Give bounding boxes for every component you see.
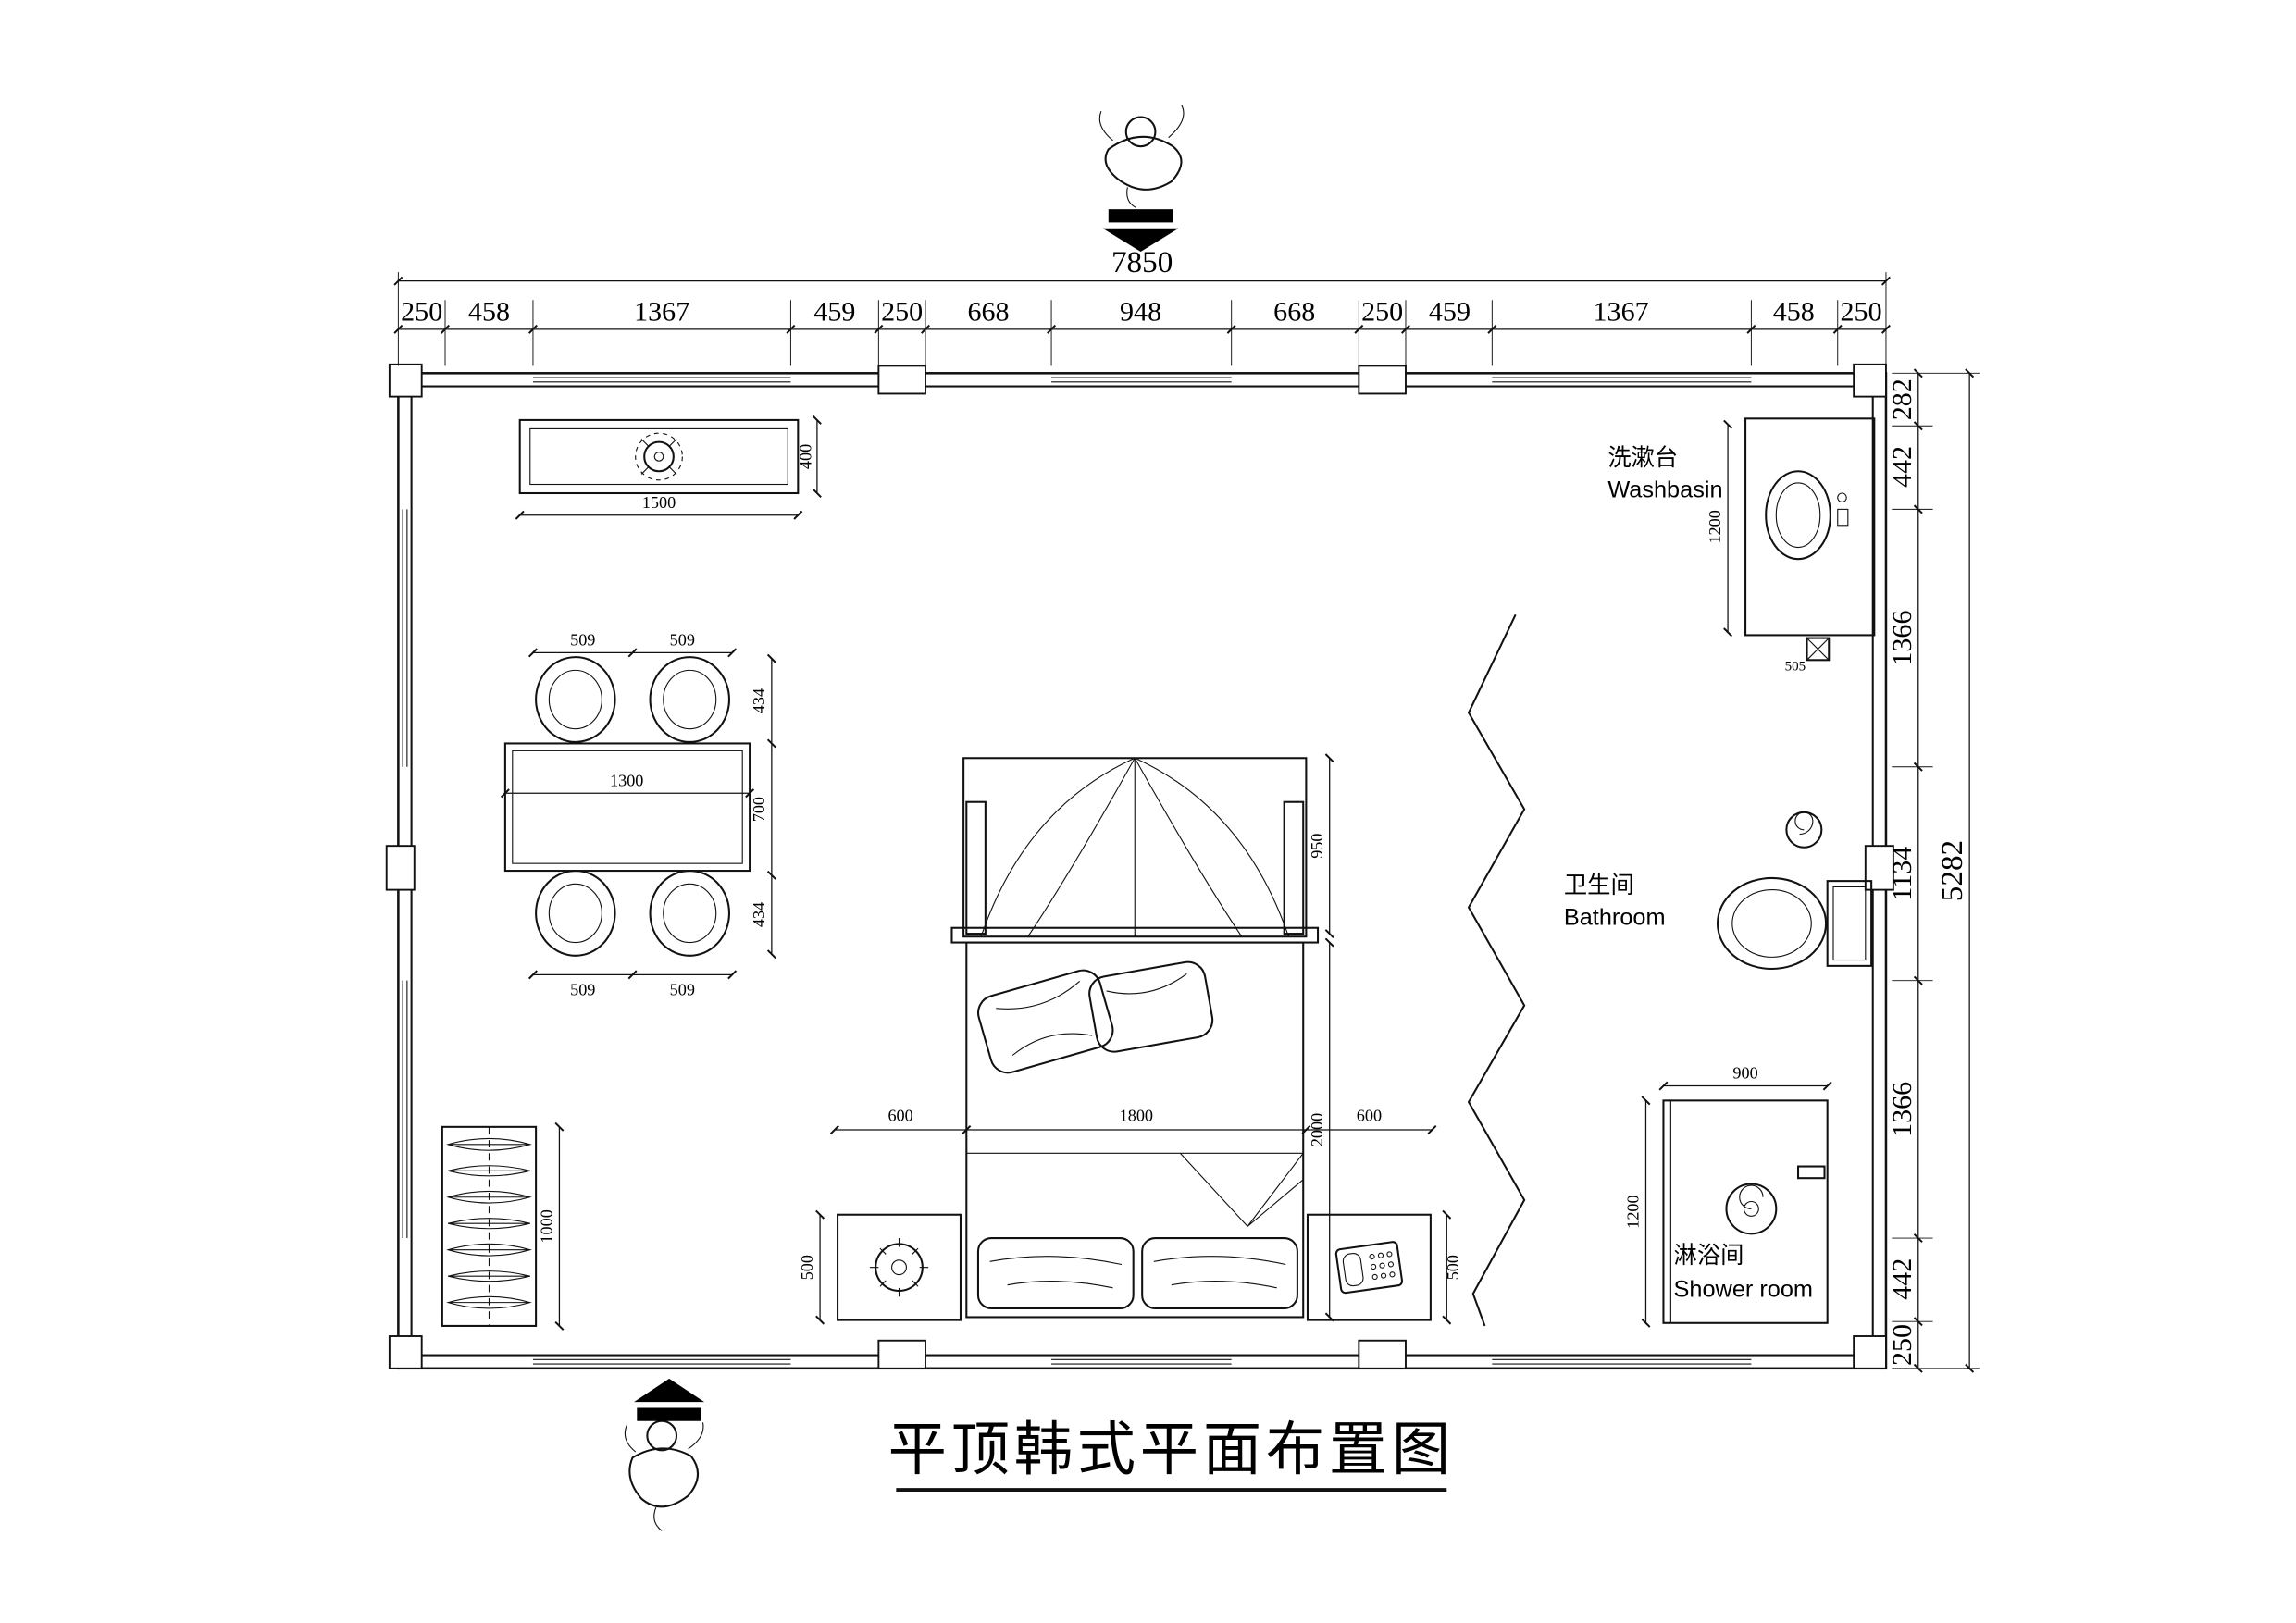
label-bathroom-zh: 卫生间 [1564, 873, 1634, 898]
column [1853, 1335, 1887, 1369]
dimension-chain-right: 282 442 1366 1134 1366 442 250 5282 [1886, 368, 1980, 1373]
dining-chair [649, 656, 730, 743]
person-top [1098, 105, 1185, 209]
dim-nightstand-width: 600 [887, 1107, 912, 1125]
dim-right-seg: 442 [1886, 1258, 1917, 1300]
dim-right-seg: 1366 [1886, 1082, 1917, 1137]
label-washbasin-zh: 洗漱台 [1607, 445, 1678, 471]
toilet [1716, 876, 1873, 971]
dining-set: 1300 509 509 509 509 434 700 434 [500, 630, 776, 998]
dim-top-seg: 1367 [1594, 295, 1649, 327]
column [1864, 845, 1894, 891]
dimension-chain-top: 7850 250 458 1367 459 250 668 948 668 25… [393, 245, 1891, 366]
faucet [1837, 492, 1847, 503]
dim-dining-side: 700 [750, 797, 768, 822]
dim-nightstand-width: 600 [1357, 1107, 1382, 1125]
pillow [977, 969, 1114, 1074]
dim-top-total: 7850 [1111, 245, 1173, 279]
dim-top-seg: 250 [1361, 295, 1403, 327]
dim-light-depth: 400 [797, 444, 815, 469]
column [1358, 365, 1407, 395]
floor-drain [1785, 811, 1823, 849]
dim-top-seg: 1367 [634, 295, 689, 327]
folding-partition [1467, 613, 1526, 1327]
column [385, 845, 416, 891]
dim-chair: 509 [670, 980, 695, 998]
entry-arrow-bottom [634, 1378, 705, 1421]
folded-quilt [976, 1237, 1135, 1309]
dim-top-seg: 458 [468, 295, 510, 327]
column [1358, 1339, 1407, 1369]
shower-head [1725, 1183, 1778, 1235]
dim-right-seg: 1134 [1886, 847, 1917, 901]
column [388, 363, 423, 398]
dim-top-seg: 948 [1120, 295, 1161, 327]
dim-top-seg: 668 [1273, 295, 1315, 327]
label-bathroom-en: Bathroom [1564, 905, 1666, 931]
dim-shower-width: 900 [1732, 1064, 1757, 1083]
dim-wardrobe-height: 1000 [538, 1209, 556, 1243]
dim-light-width: 1500 [642, 493, 676, 512]
bed: 950 2000 600 1800 600 [829, 753, 1437, 1322]
person-bottom [624, 1419, 704, 1531]
telephone [1334, 1241, 1404, 1295]
dining-table [503, 742, 751, 873]
folded-quilt [1141, 1237, 1298, 1309]
column [877, 1339, 926, 1369]
shower-valve [1796, 1165, 1826, 1180]
dim-right-seg: 250 [1886, 1324, 1917, 1366]
dim-top-seg: 668 [967, 295, 1009, 327]
column [388, 1335, 423, 1369]
shower-room: 900 1200 [1624, 1064, 1832, 1328]
dim-top-seg: 250 [401, 295, 442, 327]
dim-basin-length: 1200 [1706, 510, 1724, 543]
dim-chair: 509 [570, 980, 595, 998]
dim-top-seg: 459 [1429, 295, 1471, 327]
ceiling-light: 1500 400 [515, 415, 822, 520]
label-shower-en: Shower room [1674, 1276, 1813, 1302]
dim-right-seg: 282 [1886, 378, 1917, 420]
dim-top-seg: 250 [1841, 295, 1882, 327]
room-labels: 洗漱台 Washbasin 卫生间 Bathroom 淋浴间 Shower ro… [1564, 445, 1813, 1302]
dim-shower-depth: 1200 [1624, 1195, 1643, 1228]
walls [385, 363, 1894, 1370]
dim-dining-side: 434 [750, 688, 768, 713]
dim-right-seg: 1366 [1886, 611, 1917, 666]
dim-bed-width: 1800 [1120, 1107, 1153, 1125]
blanket-fold [966, 1152, 1304, 1228]
dining-chair [649, 870, 730, 957]
dim-chair: 509 [670, 630, 695, 649]
column [877, 365, 926, 395]
drain-box [1806, 637, 1831, 662]
dim-nightstand-depth: 500 [798, 1255, 816, 1280]
dim-chair: 509 [570, 630, 595, 649]
wardrobe-rack: 1000 [441, 1121, 565, 1331]
dining-chair [535, 656, 616, 743]
dim-nightstand-depth: 500 [1444, 1255, 1462, 1280]
dim-top-seg: 250 [881, 295, 923, 327]
column [1853, 363, 1887, 398]
plan-title: 平顶韩式平面布置图 [888, 1418, 1455, 1482]
dim-top-seg: 458 [1773, 295, 1815, 327]
dim-bed-canopy: 950 [1308, 834, 1326, 859]
entry-arrow-top [1102, 209, 1179, 253]
washbasin-counter: 1200 505 [1706, 417, 1876, 674]
dim-right-seg: 442 [1886, 446, 1917, 488]
dim-dining-side: 434 [750, 902, 768, 927]
nightstand-left: 500 [798, 1209, 962, 1325]
dining-chair [535, 870, 616, 957]
basin [1765, 470, 1831, 561]
dim-drain: 505 [1785, 659, 1806, 674]
dim-table-width: 1300 [610, 771, 643, 789]
label-shower-zh: 淋浴间 [1674, 1243, 1744, 1269]
pillow [1088, 960, 1214, 1053]
nightstand-right: 500 [1306, 1209, 1462, 1325]
dim-right-total: 5282 [1935, 840, 1969, 901]
label-washbasin-en: Washbasin [1607, 477, 1722, 503]
dim-top-seg: 459 [813, 295, 855, 327]
